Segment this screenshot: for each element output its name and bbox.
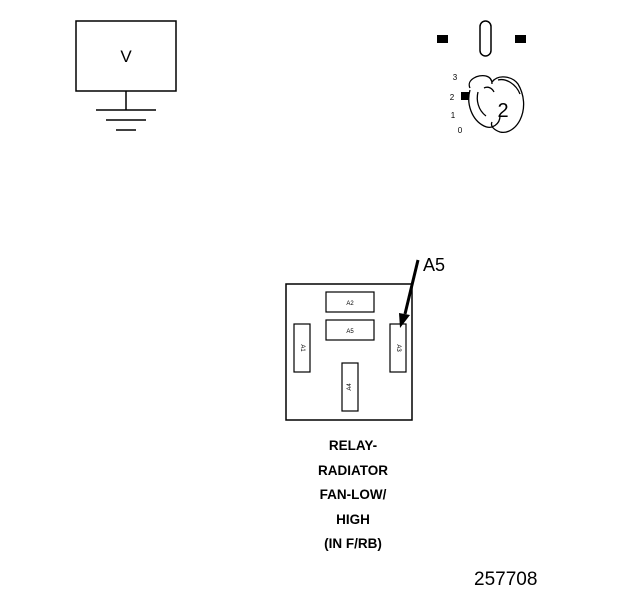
ground-symbol — [96, 91, 156, 131]
svg-text:A5: A5 — [346, 329, 354, 335]
caption-line: HIGH — [336, 511, 370, 527]
svg-text:A4: A4 — [347, 383, 353, 391]
relay-terminal-a4: A4 — [341, 362, 359, 412]
caption-line: RELAY- — [328, 438, 378, 453]
svg-text:A3: A3 — [395, 344, 401, 352]
switch-terminal-left — [437, 35, 448, 43]
relay-outline — [285, 283, 413, 421]
voltmeter: V — [75, 20, 177, 131]
relay-terminal-a3: A3 — [389, 323, 407, 373]
switch-position-indicator — [461, 92, 469, 100]
figure-id: 257708 — [474, 569, 538, 590]
caption-line: FAN-LOW/ — [319, 487, 387, 502]
svg-text:A1: A1 — [299, 344, 305, 352]
switch-terminal-right — [515, 35, 526, 43]
relay-caption: RELAY- RADIATOR FAN-LOW/ HIGH (IN F/RB) — [253, 434, 453, 557]
key-slot-icon — [479, 20, 492, 57]
ignition-switch: 3 2 1 0 2 — [437, 20, 526, 135]
voltmeter-symbol: V — [120, 47, 132, 66]
relay-terminal-a1: A1 — [293, 323, 311, 373]
relay-terminal-a5: A5 — [325, 319, 375, 341]
callout-arrow — [399, 259, 420, 328]
ignition-key-icon — [468, 74, 525, 134]
relay: A2 A5 A1 A3 A4 A5 — [285, 255, 445, 421]
caption-line: RADIATOR — [318, 462, 388, 478]
switch-position-2: 2 — [450, 93, 455, 102]
callout-label: A5 — [423, 255, 445, 275]
relay-terminal-a2: A2 — [325, 291, 375, 313]
svg-text:A2: A2 — [346, 301, 354, 307]
switch-position-3: 3 — [453, 73, 458, 82]
switch-position-1: 1 — [451, 111, 456, 120]
switch-position-0: 0 — [458, 126, 463, 135]
caption-line: (IN F/RB) — [324, 536, 382, 551]
key-label: 2 — [497, 100, 508, 122]
